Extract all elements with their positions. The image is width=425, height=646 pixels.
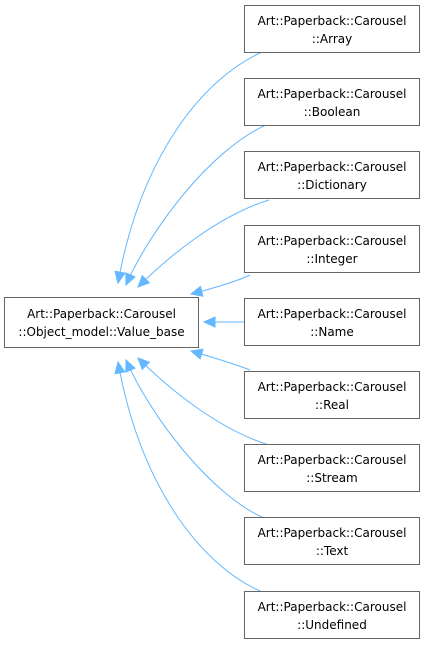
inheritance-arrowhead-icon xyxy=(137,357,151,371)
derived-class-name-line2: ::Name xyxy=(310,325,354,339)
inheritance-arrowhead-icon xyxy=(114,270,126,285)
inheritance-edges xyxy=(114,51,270,593)
derived-class-name-line2: ::Array xyxy=(312,32,352,46)
derived-class-box xyxy=(244,225,420,273)
derived-class-node-undefined[interactable]: Art::Paperback::Carousel ::Undefined xyxy=(244,591,420,639)
derived-class-name-line1: Art::Paperback::Carousel xyxy=(258,307,407,321)
derived-class-node-name[interactable]: Art::Paperback::Carousel ::Name xyxy=(244,298,420,346)
derived-class-name-line2: ::Boolean xyxy=(304,105,361,119)
derived-class-node-dictionary[interactable]: Art::Paperback::Carousel ::Dictionary xyxy=(244,151,420,199)
derived-class-node-array[interactable]: Art::Paperback::Carousel ::Array xyxy=(244,5,420,53)
derived-class-name-line2: ::Undefined xyxy=(297,618,367,632)
inheritance-edge xyxy=(125,359,267,520)
inheritance-arrowhead-icon xyxy=(137,274,151,288)
derived-class-box xyxy=(244,78,420,126)
derived-class-box xyxy=(244,151,420,199)
derived-class-box xyxy=(244,517,420,565)
derived-class-box xyxy=(244,444,420,492)
derived-class-name-line1: Art::Paperback::Carousel xyxy=(258,600,407,614)
derived-class-node-text[interactable]: Art::Paperback::Carousel ::Text xyxy=(244,517,420,565)
base-class-name-line1: Art::Paperback::Carousel xyxy=(27,307,176,321)
derived-class-box xyxy=(244,5,420,53)
derived-class-name-line1: Art::Paperback::Carousel xyxy=(258,234,407,248)
derived-class-name-line1: Art::Paperback::Carousel xyxy=(258,87,407,101)
derived-class-box xyxy=(244,298,420,346)
derived-class-name-line2: ::Stream xyxy=(306,471,358,485)
inheritance-edge xyxy=(137,357,270,446)
derived-class-box xyxy=(244,371,420,419)
inheritance-arrowhead-icon xyxy=(125,272,136,287)
inheritance-arrowhead-icon xyxy=(125,358,136,373)
inheritance-arrowhead-icon xyxy=(189,285,204,297)
derived-class-node-real[interactable]: Art::Paperback::Carousel ::Real xyxy=(244,371,420,419)
derived-class-node-stream[interactable]: Art::Paperback::Carousel ::Stream xyxy=(244,444,420,492)
derived-class-name-line1: Art::Paperback::Carousel xyxy=(258,160,407,174)
derived-class-name-line1: Art::Paperback::Carousel xyxy=(258,526,407,540)
base-class-box xyxy=(4,297,199,348)
base-class-name-line2: ::Object_model::Value_base xyxy=(18,325,184,339)
inheritance-arrowhead-icon xyxy=(202,316,216,328)
derived-class-name-line2: ::Integer xyxy=(306,252,357,266)
base-class-node[interactable]: Art::Paperback::Carousel ::Object_model:… xyxy=(4,297,199,348)
inheritance-arrowhead-icon xyxy=(189,348,204,360)
derived-class-node-integer[interactable]: Art::Paperback::Carousel ::Integer xyxy=(244,225,420,273)
inheritance-edge xyxy=(117,361,263,593)
inheritance-arrowhead-icon xyxy=(114,360,126,375)
inheritance-edge xyxy=(125,124,267,286)
derived-class-name-line1: Art::Paperback::Carousel xyxy=(258,453,407,467)
derived-class-name-line2: ::Real xyxy=(315,398,349,412)
derived-class-name-line2: ::Text xyxy=(316,544,349,558)
derived-class-box xyxy=(244,591,420,639)
inheritance-edge xyxy=(137,199,270,288)
derived-class-name-line1: Art::Paperback::Carousel xyxy=(258,380,407,394)
derived-class-node-boolean[interactable]: Art::Paperback::Carousel ::Boolean xyxy=(244,78,420,126)
inheritance-edge xyxy=(117,51,263,284)
derived-class-name-line2: ::Dictionary xyxy=(297,178,367,192)
derived-class-name-line1: Art::Paperback::Carousel xyxy=(258,14,407,28)
